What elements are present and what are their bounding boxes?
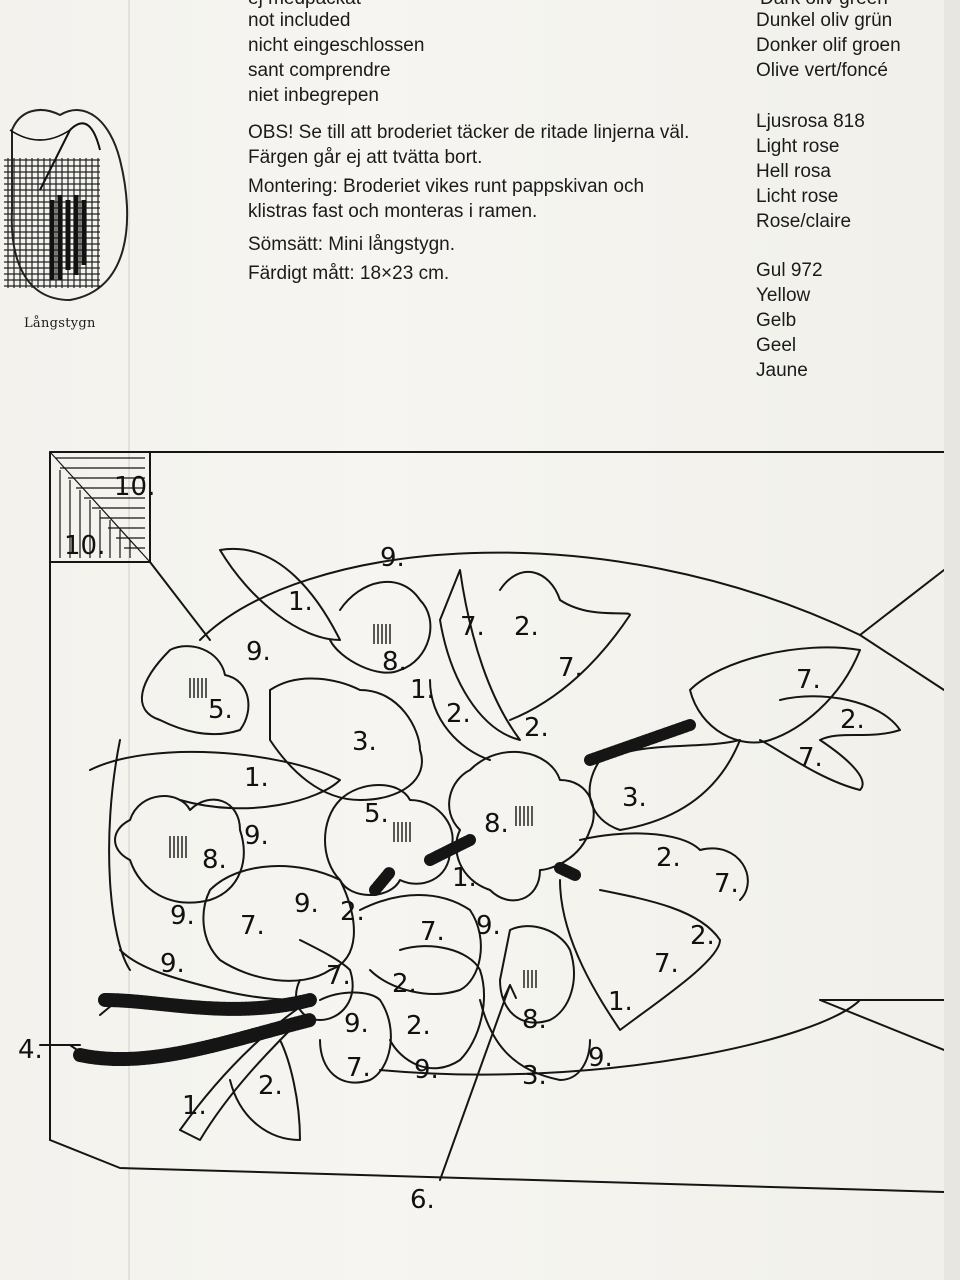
not-included-line: not included (248, 10, 351, 31)
area-label: 5. (208, 695, 233, 725)
area-label: 2. (524, 713, 549, 743)
area-label: 9. (160, 949, 185, 979)
area-label: 1. (182, 1091, 207, 1121)
area-label: 7. (460, 612, 485, 642)
yellow-line: Gul 972 (756, 260, 823, 281)
montering-line: klistras fast och monteras i ramen. (248, 201, 538, 222)
corner-label: 10. (114, 472, 155, 502)
area-label: 9. (244, 821, 269, 851)
area-label: 3. (352, 727, 377, 757)
light-rose-line: Licht rose (756, 186, 839, 207)
area-label: 8. (522, 1005, 547, 1035)
fold-line (128, 0, 130, 1280)
area-label: 7. (346, 1053, 371, 1083)
area-label: 3. (622, 783, 647, 813)
colors-column: Dunkel oliv grün Donker olif groen Olive… (756, 8, 901, 383)
embroidery-diagram: 10. 10. 4. 6. 9. 1. 9. 8. 1. 7. 2. 7. 2.… (18, 451, 944, 1215)
area-label: 7. (420, 917, 445, 947)
area-label: 2. (656, 843, 681, 873)
finished-size-line: Färdigt mått: 18×23 cm. (248, 263, 450, 284)
dark-olive-heading: Dark oliv green (760, 0, 888, 9)
area-label: 7. (798, 743, 823, 773)
area-label: 7. (654, 949, 679, 979)
not-included-line: nicht eingeschlossen (248, 35, 425, 56)
area-label: 8. (382, 647, 407, 677)
area-label: 8. (484, 809, 509, 839)
area-label: 3. (522, 1061, 547, 1091)
yellow-line: Geel (756, 335, 797, 356)
area-label: 5. (364, 799, 389, 829)
stitch-type-line: Sömsätt: Mini långstygn. (248, 234, 455, 255)
pointer-label: 4. (18, 1035, 43, 1065)
light-rose-line: Light rose (756, 136, 840, 157)
area-label: 7. (796, 665, 821, 695)
area-label: 9. (588, 1043, 613, 1073)
dark-olive-line: Dunkel oliv grün (756, 10, 893, 31)
area-label: 2. (258, 1071, 283, 1101)
top-cut-text-right: Dark oliv green (760, 0, 888, 11)
area-label: 2. (514, 612, 539, 642)
yellow-line: Yellow (756, 285, 811, 306)
area-label: 1. (608, 987, 633, 1017)
area-label: 9. (344, 1009, 369, 1039)
area-label: 7. (558, 653, 583, 683)
swatch-caption: Långstygn (24, 316, 96, 331)
area-label: 2. (406, 1011, 431, 1041)
montering-line: Montering: Broderiet vikes runt pappskiv… (248, 176, 645, 197)
area-label: 9. (246, 637, 271, 667)
not-included-heading: ej medpackat (248, 0, 361, 9)
pointer-label: 6. (410, 1185, 435, 1215)
area-label: 9. (476, 911, 501, 941)
area-label: 2. (446, 699, 471, 729)
corner-label: 10. (64, 531, 105, 561)
yellow-line: Gelb (756, 310, 797, 331)
area-label: 2. (840, 705, 865, 735)
dark-olive-line: Donker olif groen (756, 35, 901, 56)
instructions-column: not included nicht eingeschlossen sant c… (248, 8, 689, 286)
area-label: 2. (690, 921, 715, 951)
top-cut-text: ej medpackat (248, 0, 361, 11)
not-included-line: sant comprendre (248, 60, 391, 81)
light-rose-line: Rose/claire (756, 211, 852, 232)
obs-line: Färgen går ej att tvätta bort. (248, 147, 483, 168)
area-label: 1. (244, 763, 269, 793)
area-label: 8. (202, 845, 227, 875)
light-rose-line: Hell rosa (756, 161, 831, 182)
area-label: 9. (170, 901, 195, 931)
area-label: 9. (414, 1055, 439, 1085)
dark-olive-line: Olive vert/foncé (756, 60, 888, 81)
area-label: 9. (380, 543, 405, 573)
area-label: 7. (714, 869, 739, 899)
area-label: 2. (340, 897, 365, 927)
area-label: 7. (240, 911, 265, 941)
obs-line: OBS! Se till att broderiet täcker de rit… (248, 122, 690, 143)
long-stitch-swatch-illustration (4, 109, 129, 302)
light-rose-line: Ljusrosa 818 (756, 111, 865, 132)
area-label: 1. (452, 863, 477, 893)
area-label: 9. (294, 889, 319, 919)
not-included-line: niet inbegrepen (248, 85, 379, 106)
area-label: 2. (392, 969, 417, 999)
area-label: 1. (410, 675, 435, 705)
area-label: 7. (326, 961, 351, 991)
yellow-line: Jaune (756, 360, 808, 381)
area-label: 1. (288, 587, 313, 617)
